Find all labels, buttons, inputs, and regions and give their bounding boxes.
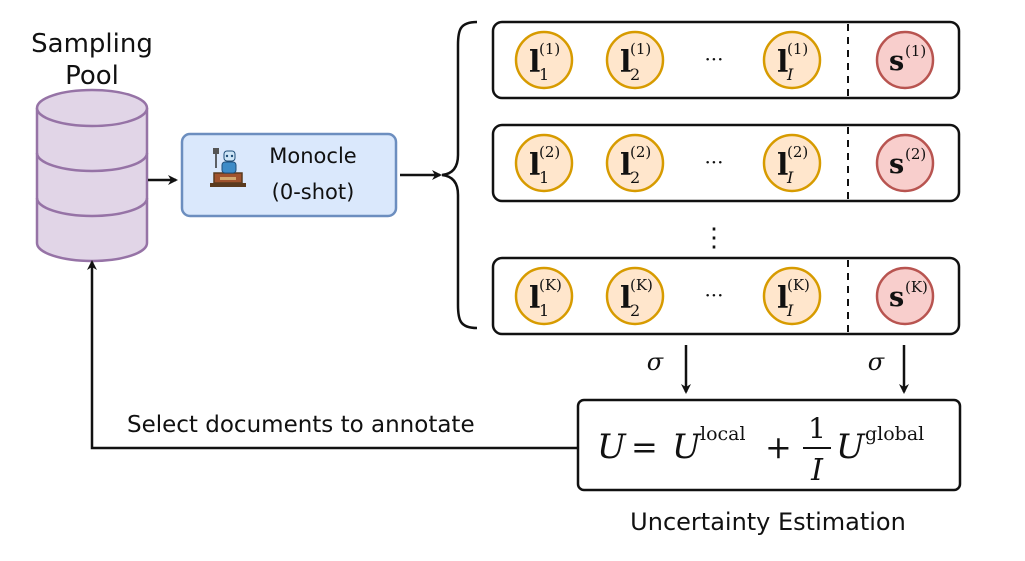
local-token-subscript: 1 — [539, 168, 549, 187]
formula-U: U — [597, 427, 627, 467]
local-token-symbol: l — [620, 148, 631, 183]
local-score-token: l(1) I — [762, 30, 822, 90]
pool-title-line1: Sampling — [31, 29, 153, 59]
formula-plus: + — [765, 428, 792, 466]
uncertainty-estimation-label: Uncertainty Estimation — [630, 508, 906, 536]
sigma-global-label: σ — [868, 348, 885, 376]
formula-fraction-denominator: I — [810, 453, 824, 488]
token-ellipsis: ··· — [704, 150, 723, 174]
local-token-superscript: (2) — [539, 143, 560, 161]
feedback-label: Select documents to annotate — [127, 412, 475, 438]
global-token-symbol: s — [889, 282, 904, 313]
local-token-superscript: (2) — [630, 143, 651, 161]
token-ellipsis: ··· — [704, 283, 723, 307]
local-token-superscript: (K) — [787, 276, 810, 294]
local-token-symbol: l — [529, 281, 540, 316]
formula-fraction-numerator: 1 — [808, 412, 826, 445]
uncertainty-formula-box: U = U local + 1 I U global — [576, 398, 962, 492]
monocle-model-box: Monocle (0-shot) — [180, 132, 398, 218]
local-token-symbol: l — [777, 148, 788, 183]
pool-title-line2: Pool — [65, 61, 119, 91]
global-token-symbol: s — [889, 46, 904, 77]
local-token-circle — [514, 133, 574, 193]
local-token-symbol: l — [620, 281, 631, 316]
global-token-circle — [875, 266, 935, 326]
model-name-line1: Monocle — [269, 144, 356, 168]
feedback-arrow — [87, 260, 578, 450]
global-token-circle — [875, 30, 935, 90]
local-token-symbol: l — [777, 45, 788, 80]
local-score-token: l(2) 2 — [605, 133, 665, 193]
local-score-token: l(K) 2 — [605, 266, 665, 326]
global-score-token: s(1) — [875, 30, 935, 90]
local-token-circle — [514, 30, 574, 90]
local-token-subscript: I — [786, 65, 794, 84]
formula-global-superscript: global — [865, 423, 924, 445]
local-token-subscript: I — [786, 168, 794, 187]
sample-row-frame — [491, 123, 961, 203]
global-score-token: s(K) — [875, 266, 935, 326]
sample-row-frame — [491, 20, 961, 100]
local-token-superscript: (2) — [787, 143, 808, 161]
local-token-subscript: 1 — [539, 65, 549, 84]
samples-brace — [441, 20, 478, 330]
local-score-token: l(K) I — [762, 266, 822, 326]
global-token-superscript: (1) — [905, 42, 926, 60]
database-ring-1 — [35, 152, 149, 173]
database-top — [35, 88, 149, 128]
local-token-superscript: (K) — [630, 276, 653, 294]
local-token-circle — [605, 30, 665, 90]
local-token-superscript: (1) — [630, 40, 651, 58]
local-token-superscript: (1) — [539, 40, 560, 58]
local-token-subscript: 2 — [630, 168, 640, 187]
local-score-token: l(1) 1 — [514, 30, 574, 90]
local-score-token: l(2) 1 — [514, 133, 574, 193]
podium-robot-icon — [210, 148, 246, 187]
local-score-token: l(2) I — [762, 133, 822, 193]
model-name-line2: (0-shot) — [272, 180, 355, 204]
formula-U-global: U — [836, 427, 866, 467]
local-token-circle — [762, 30, 822, 90]
local-token-subscript: 2 — [630, 301, 640, 320]
local-token-circle — [762, 133, 822, 193]
token-ellipsis: ··· — [704, 47, 723, 71]
local-token-subscript: 2 — [630, 65, 640, 84]
global-token-circle — [875, 133, 935, 193]
local-token-circle — [762, 266, 822, 326]
local-token-symbol: l — [620, 45, 631, 80]
local-token-superscript: (1) — [787, 40, 808, 58]
local-token-circle — [605, 266, 665, 326]
sigma-local-label: σ — [647, 348, 664, 376]
local-score-token: l(1) 2 — [605, 30, 665, 90]
local-score-token: l(K) 1 — [514, 266, 574, 326]
database-body — [35, 108, 149, 263]
local-token-subscript: I — [786, 301, 794, 320]
sampling-pool-database-icon — [35, 88, 149, 263]
global-score-token: s(2) — [875, 133, 935, 193]
global-token-superscript: (K) — [905, 278, 928, 296]
local-token-symbol: l — [529, 45, 540, 80]
global-token-symbol: s — [889, 149, 904, 180]
database-ring-2 — [35, 197, 149, 218]
local-token-symbol: l — [777, 281, 788, 316]
local-token-symbol: l — [529, 148, 540, 183]
formula-U-local: U — [672, 427, 702, 467]
global-token-superscript: (2) — [905, 145, 926, 163]
local-token-subscript: 1 — [539, 301, 549, 320]
local-token-superscript: (K) — [539, 276, 562, 294]
formula-equals: = — [631, 428, 658, 466]
local-token-circle — [605, 133, 665, 193]
formula-local-superscript: local — [700, 423, 746, 445]
local-token-circle — [514, 266, 574, 326]
rows-vertical-ellipsis: ⋮ — [701, 223, 727, 253]
sample-row-frame — [491, 256, 961, 336]
